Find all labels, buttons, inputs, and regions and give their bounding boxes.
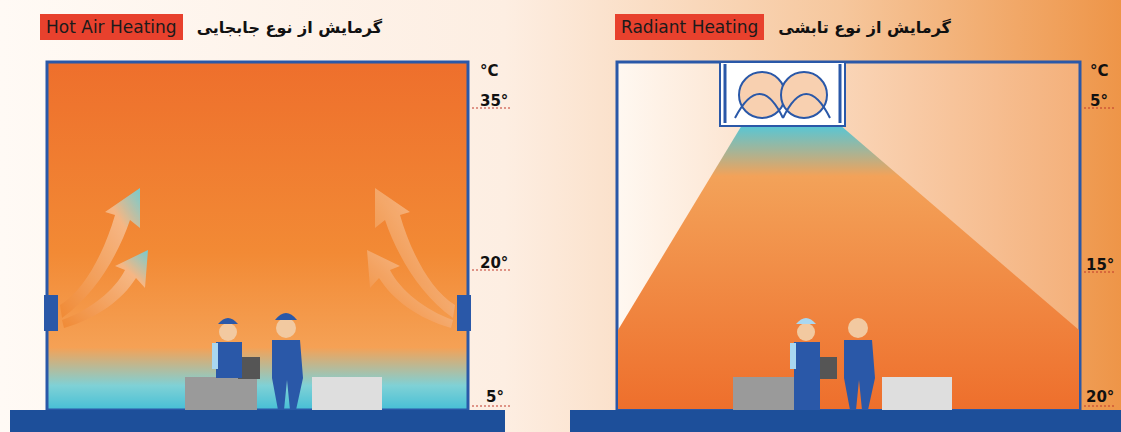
drawing-part bbox=[724, 64, 727, 123]
drawing-part bbox=[882, 377, 952, 410]
drawing-part bbox=[60, 188, 455, 328]
drawing-part bbox=[212, 343, 218, 369]
drawing-part bbox=[618, 125, 1079, 409]
drawing-part bbox=[844, 340, 875, 410]
drawing-part bbox=[797, 323, 815, 341]
left-room bbox=[44, 62, 510, 410]
drawing-part bbox=[375, 188, 455, 318]
drawing-part bbox=[617, 62, 1080, 410]
drawing-part bbox=[790, 343, 796, 369]
drawing-part bbox=[62, 250, 148, 328]
drawing-part bbox=[47, 62, 468, 410]
drawing-part bbox=[275, 313, 297, 320]
drawing-part bbox=[276, 318, 296, 338]
drawing-part bbox=[60, 188, 140, 318]
drawing-part bbox=[839, 64, 842, 123]
drawing-part bbox=[185, 377, 257, 410]
floor bbox=[570, 410, 1121, 432]
drawing-part bbox=[219, 323, 237, 341]
drawing-part bbox=[796, 318, 816, 324]
drawing-part bbox=[720, 62, 845, 126]
temperature-label: 20° bbox=[1086, 388, 1114, 406]
drawing-part bbox=[312, 377, 382, 410]
drawing-part bbox=[733, 377, 801, 410]
worker bbox=[272, 313, 303, 410]
worker bbox=[844, 318, 875, 410]
unit-label: °C bbox=[1090, 62, 1109, 80]
drawing-part bbox=[735, 94, 830, 118]
heading-english: Hot Air Heating bbox=[40, 14, 183, 40]
drawing-part bbox=[272, 340, 303, 410]
drawing-part bbox=[848, 318, 868, 338]
unit-label: °C bbox=[480, 62, 499, 80]
temperature-label: 15° bbox=[1086, 256, 1114, 274]
heading-persian: گرمایش از نوع تابشی bbox=[778, 18, 951, 37]
temperature-label: 5° bbox=[486, 388, 504, 406]
temperature-label: 20° bbox=[480, 254, 508, 272]
heading-band: Radiant Heating گرمایش از نوع تابشی bbox=[615, 14, 951, 40]
temperature-label: 35° bbox=[480, 92, 508, 110]
worker bbox=[212, 318, 242, 378]
temperature-label: 5° bbox=[1090, 92, 1108, 110]
drawing-part bbox=[367, 250, 453, 328]
floor bbox=[10, 410, 505, 432]
heading-band: Hot Air Heating گرمایش از نوع جابجایی bbox=[40, 14, 382, 40]
right-room bbox=[617, 62, 1116, 410]
drawing-part bbox=[44, 295, 58, 331]
heading-persian: گرمایش از نوع جابجایی bbox=[197, 18, 382, 37]
heading-english: Radiant Heating bbox=[615, 14, 764, 40]
worker bbox=[790, 318, 820, 410]
drawing-part bbox=[457, 295, 471, 331]
drawing-part bbox=[216, 342, 242, 378]
drawing-part bbox=[794, 342, 820, 410]
drawing-part bbox=[218, 318, 238, 324]
